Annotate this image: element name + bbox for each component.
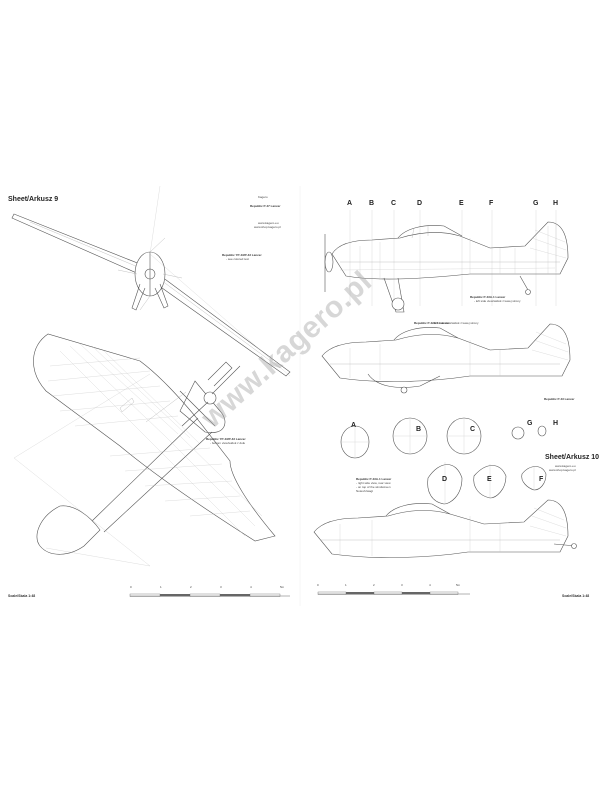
planform-drawing <box>13 333 276 567</box>
side3-note-line3: Notes/Uwagi <box>356 489 374 493</box>
left-tick-1: 1 <box>160 585 162 589</box>
right-tick-0: 0 <box>317 583 319 587</box>
station-label: A <box>347 200 353 207</box>
station-lines <box>349 210 557 306</box>
right-sheet-title: Sheet/Arkusz 10 <box>545 454 600 461</box>
side-view-1-drawing <box>324 221 569 313</box>
right-scale-bar <box>317 591 470 595</box>
right-tick-3: 3 <box>401 583 403 587</box>
left-sheet-title: Sheet/Arkusz 9 <box>8 196 59 203</box>
section-label: C <box>470 426 476 433</box>
left-tick-5: 5m <box>280 585 285 589</box>
right-tick-5: 5m <box>456 583 461 587</box>
left-tick-3: 3 <box>220 585 222 589</box>
right-tick-1: 1 <box>345 583 347 587</box>
side2-note-sub: - left side view/widok z lewej strony <box>432 321 479 325</box>
station-label: G <box>533 200 539 207</box>
side1-note-sub: - left side view/widok z lewej strony <box>474 299 521 303</box>
front-view-drawing <box>11 186 291 377</box>
station-label: E <box>459 200 464 207</box>
top-note-title: Republic YP-43/P-43 Lancer <box>206 437 246 441</box>
right-tick-4: 4 <box>429 583 431 587</box>
side1-note-title: Republic P-43A-1 Lancer <box>470 295 506 299</box>
side2-caption: Republic P-43 Lancer <box>544 397 575 401</box>
section-label: G <box>527 420 533 427</box>
side3-note-line1: - right side view, rear view <box>356 481 391 485</box>
station-label: H <box>553 200 559 207</box>
left-tick-0: 0 <box>130 585 132 589</box>
front-note-sub: - see colored text <box>226 257 250 261</box>
side-view-3-drawing <box>313 499 577 558</box>
cross-sections <box>340 417 547 505</box>
side2-note-title: Republic P-43A-1 Lancer <box>414 321 450 325</box>
right-scale-label: Scale/Skala 1:48 <box>562 594 590 598</box>
top-note-sub: - bottom view/widok z dołu <box>210 441 246 445</box>
line-drawings <box>11 186 577 606</box>
left-header-small: Kagero <box>258 195 268 199</box>
section-label: B <box>416 426 422 433</box>
right-web-1: www.kagero.eu <box>555 464 576 468</box>
left-tick-2: 2 <box>190 585 192 589</box>
drawing-spread: Sheet/Arkusz 9 Kagero Republic P-47 Lanc… <box>0 186 600 606</box>
station-label: F <box>489 200 494 207</box>
station-label: D <box>417 200 423 207</box>
section-label: F <box>539 476 544 483</box>
left-tick-4: 4 <box>250 585 252 589</box>
right-web-2: www.shop.kagero.pl <box>549 468 576 472</box>
side3-note-title: Republic P-43A-1 Lancer <box>356 477 392 481</box>
left-scale-bar <box>129 593 290 597</box>
right-tick-2: 2 <box>373 583 375 587</box>
side-view-2-drawing <box>321 323 571 394</box>
left-web-2: www.shop.kagero.pl <box>254 225 281 229</box>
station-label: C <box>391 200 397 207</box>
left-header-sub: Republic P-47 Lancer <box>250 204 281 208</box>
station-label: B <box>369 200 375 207</box>
side3-note-line2: - on top of the windscreen <box>356 485 391 489</box>
front-note-title: Republic YP-43/P-43 Lancer <box>222 253 262 257</box>
left-web-1: www.kagero.eu <box>258 221 279 225</box>
left-scale-label: Scale/Skala 1:48 <box>8 594 36 598</box>
section-label: A <box>351 422 357 429</box>
section-label: H <box>553 420 559 427</box>
section-label: E <box>487 476 492 483</box>
section-label: D <box>442 476 448 483</box>
